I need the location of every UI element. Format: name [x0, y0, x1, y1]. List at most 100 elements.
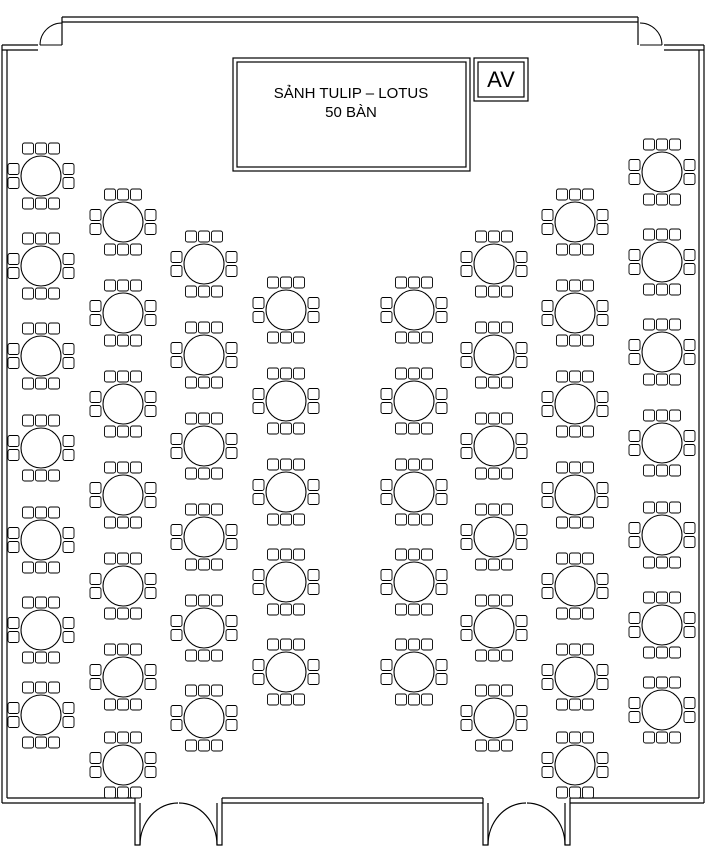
chair — [7, 163, 20, 175]
chair — [7, 527, 20, 539]
round-table-15 — [170, 230, 238, 298]
chair — [669, 731, 681, 744]
chair — [185, 412, 197, 425]
table-top — [183, 607, 225, 649]
table-top — [641, 151, 683, 193]
chair — [501, 285, 513, 298]
chair — [541, 678, 554, 690]
chair — [48, 596, 60, 609]
chair — [252, 569, 265, 581]
chair — [225, 342, 238, 354]
chair — [435, 493, 448, 505]
chair — [7, 716, 20, 728]
round-table-19 — [170, 594, 238, 662]
chair — [170, 447, 183, 459]
chair — [185, 594, 197, 607]
chair — [395, 367, 407, 380]
chair — [144, 496, 157, 508]
chair — [628, 626, 641, 638]
chair — [569, 188, 581, 201]
chair — [170, 719, 183, 731]
chair — [669, 501, 681, 514]
chair — [7, 617, 20, 629]
chair — [656, 591, 668, 604]
chair — [252, 311, 265, 323]
chair — [488, 467, 500, 480]
chair — [656, 373, 668, 386]
chair — [541, 664, 554, 676]
chair — [669, 409, 681, 422]
chair — [541, 496, 554, 508]
chair — [488, 594, 500, 607]
chair — [596, 482, 609, 494]
chair — [683, 444, 696, 456]
chair — [596, 314, 609, 326]
chair — [35, 506, 47, 519]
chair — [170, 251, 183, 263]
chair — [62, 357, 75, 369]
chair — [556, 552, 568, 565]
chair — [435, 569, 448, 581]
chair — [130, 698, 142, 711]
chair — [421, 458, 433, 471]
chair — [307, 311, 320, 323]
round-table-36 — [460, 684, 528, 752]
chair — [683, 353, 696, 365]
table-top — [554, 292, 596, 334]
chair — [596, 678, 609, 690]
chair — [48, 469, 60, 482]
chair — [628, 159, 641, 171]
chair — [628, 339, 641, 351]
chair — [421, 548, 433, 561]
table-top — [102, 201, 144, 243]
chair — [501, 412, 513, 425]
chair — [7, 435, 20, 447]
chair — [569, 786, 581, 799]
chair — [596, 391, 609, 403]
stage: SẢNH TULIP – LOTUS 50 BÀN — [232, 57, 471, 172]
chair — [408, 513, 420, 526]
chair — [582, 698, 594, 711]
chair — [280, 693, 292, 706]
chair — [643, 193, 655, 206]
chair — [267, 638, 279, 651]
chair — [252, 583, 265, 595]
table-top — [641, 689, 683, 731]
chair — [556, 279, 568, 292]
table-top — [183, 425, 225, 467]
table-top — [554, 201, 596, 243]
chair — [117, 279, 129, 292]
table-top — [393, 561, 435, 603]
chair — [515, 447, 528, 459]
chair — [89, 664, 102, 676]
chair — [35, 596, 47, 609]
chair — [185, 230, 197, 243]
chair — [293, 422, 305, 435]
chair — [488, 376, 500, 389]
chair — [48, 414, 60, 427]
table-top — [20, 694, 62, 736]
chair — [380, 402, 393, 414]
chair — [89, 300, 102, 312]
chair — [170, 538, 183, 550]
chair — [556, 698, 568, 711]
chair — [198, 558, 210, 571]
chair — [22, 596, 34, 609]
chair — [515, 251, 528, 263]
chair — [211, 285, 223, 298]
chair — [488, 285, 500, 298]
av-booth: AV — [473, 57, 529, 102]
chair — [62, 435, 75, 447]
chair — [104, 461, 116, 474]
chair — [280, 331, 292, 344]
chair — [643, 283, 655, 296]
chair — [89, 678, 102, 690]
chair — [104, 552, 116, 565]
chair — [669, 591, 681, 604]
round-table-33 — [460, 412, 528, 480]
chair — [280, 276, 292, 289]
chair — [656, 464, 668, 477]
chair — [582, 786, 594, 799]
chair — [130, 461, 142, 474]
chair — [198, 285, 210, 298]
